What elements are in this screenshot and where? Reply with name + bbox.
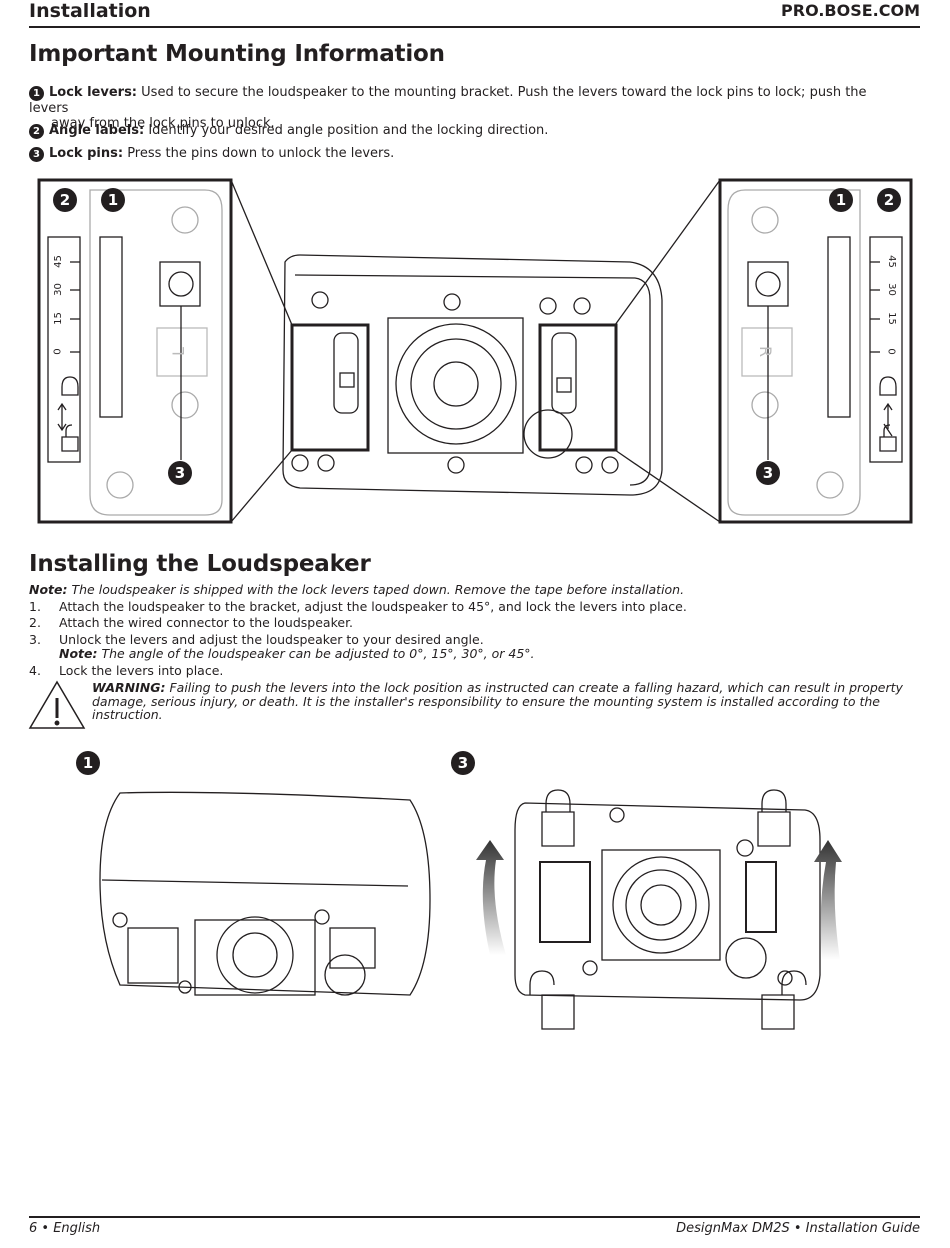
angle-label-15-right: 15	[885, 312, 897, 325]
section-title: Installation	[29, 0, 151, 22]
installing-heading: Installing the Loudspeaker	[29, 551, 371, 577]
callout-step-3: 3	[451, 751, 475, 775]
install-step: 1. Attach the loudspeaker to the bracket,…	[29, 600, 919, 614]
installing-note: Note: The loudspeaker is shipped with th…	[29, 583, 684, 597]
step-text: Attach the loudspeaker to the bracket, a…	[59, 599, 687, 614]
callout-lock-pin-left: 3	[168, 461, 192, 485]
angle-label-30-right: 30	[885, 283, 897, 296]
angle-label-30-left: 30	[52, 283, 64, 296]
callout-step-1: 1	[76, 751, 100, 775]
step-number: 4.	[29, 663, 41, 678]
callout-angle-labels-left: 2	[53, 188, 77, 212]
lever-arrow-right	[814, 840, 842, 960]
lever-arrow-left	[476, 840, 506, 955]
mounting-item-angle-labels: 2 Angle labels: Identify your desired ang…	[29, 123, 909, 139]
callout-number: 2	[29, 124, 44, 139]
left-detail-frame	[37, 178, 233, 524]
footer-rule	[29, 1216, 920, 1218]
header-rule	[29, 26, 920, 28]
angle-label-0-right: 0	[885, 348, 897, 355]
angle-label-45-left: 45	[52, 255, 64, 268]
document-title: DesignMax DM2S • Installation Guide	[676, 1221, 920, 1236]
warning-label: WARNING:	[92, 680, 166, 695]
site-url[interactable]: PRO.BOSE.COM	[781, 1, 920, 20]
callout-lock-lever-right: 1	[829, 188, 853, 212]
angle-label-45-right: 45	[885, 255, 897, 268]
item-text: Identify your desired angle position and…	[148, 123, 549, 138]
warning-triangle	[28, 680, 86, 729]
note-text: The loudspeaker is shipped with the lock…	[71, 582, 685, 597]
step-text: Unlock the levers and adjust the loudspe…	[59, 632, 484, 647]
step-note-label: Note:	[59, 646, 98, 661]
item-label: Lock levers:	[49, 85, 138, 100]
warning-text: Failing to push the levers into the lock…	[92, 680, 903, 722]
callout-angle-labels-right: 2	[877, 188, 901, 212]
step-number: 1.	[29, 599, 41, 614]
callout-lock-lever-left: 1	[101, 188, 125, 212]
angle-label-0-left: 0	[52, 348, 64, 355]
page-number: 6 • English	[29, 1221, 101, 1236]
side-label-right: R	[756, 345, 776, 358]
angle-label-15-left: 15	[52, 312, 64, 325]
step-note: Note: The angle of the loudspeaker can b…	[29, 647, 919, 661]
callout-lock-pin-right: 3	[756, 461, 780, 485]
item-text-continued: away from the lock pins to unlock.	[51, 116, 275, 131]
item-label: Angle labels:	[49, 123, 145, 138]
item-label: Lock pins:	[49, 146, 124, 161]
callout-number: 3	[29, 147, 44, 162]
warning-message: WARNING: Failing to push the levers into…	[92, 681, 922, 722]
side-label-left: L	[168, 347, 188, 356]
callout-number: 1	[29, 86, 44, 101]
step-text: Attach the wired connector to the loudsp…	[59, 615, 354, 630]
mounting-item-lock-levers: 1 Lock levers: Used to secure the loudspe…	[29, 85, 909, 131]
step-number: 3.	[29, 632, 41, 647]
install-step: 4. Lock the levers into place.	[29, 664, 919, 678]
step-text: Lock the levers into place.	[59, 663, 224, 678]
item-text: Used to secure the loudspeaker to the mo…	[29, 85, 867, 116]
step-note-text: The angle of the loudspeaker can be adju…	[101, 646, 535, 661]
item-text: Press the pins down to unlock the levers…	[127, 146, 395, 161]
note-label: Note:	[29, 582, 68, 597]
right-detail-frame	[718, 178, 913, 524]
mounting-heading: Important Mounting Information	[29, 41, 445, 67]
mounting-item-lock-pins: 3 Lock pins: Press the pins down to unloc…	[29, 146, 909, 162]
install-step: 2. Attach the wired connector to the loud…	[29, 616, 919, 630]
install-step: 3. Unlock the levers and adjust the louds…	[29, 633, 919, 661]
step-number: 2.	[29, 615, 41, 630]
